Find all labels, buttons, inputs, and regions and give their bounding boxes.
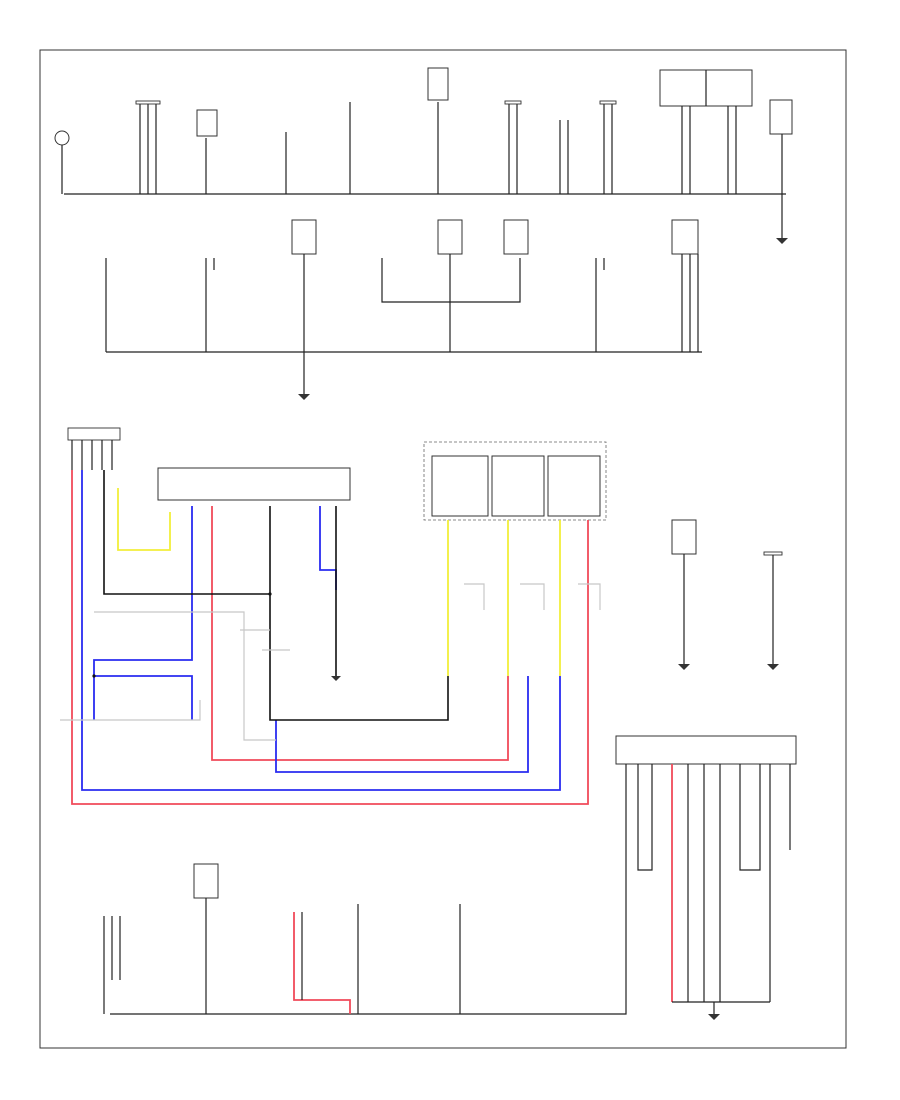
bottom-drops: [103, 863, 461, 1014]
bottom-bus: [110, 870, 627, 1015]
wire-gray: [60, 583, 601, 741]
control-module: [157, 467, 351, 501]
lower-right-module: [615, 735, 797, 1020]
diagram-frame: [39, 49, 847, 1049]
wire-yellow: [117, 488, 561, 676]
transmission-block: [423, 441, 607, 521]
row1-drops: [135, 67, 793, 244]
row2-drops: [105, 219, 699, 400]
wire-blue: [81, 470, 561, 791]
row1-lamp: [54, 130, 70, 194]
wire-black: [103, 470, 449, 721]
left-connector: [67, 427, 121, 470]
wire-red: [71, 470, 589, 805]
right-sensors: [671, 519, 783, 670]
junction-dots: [92, 592, 272, 678]
